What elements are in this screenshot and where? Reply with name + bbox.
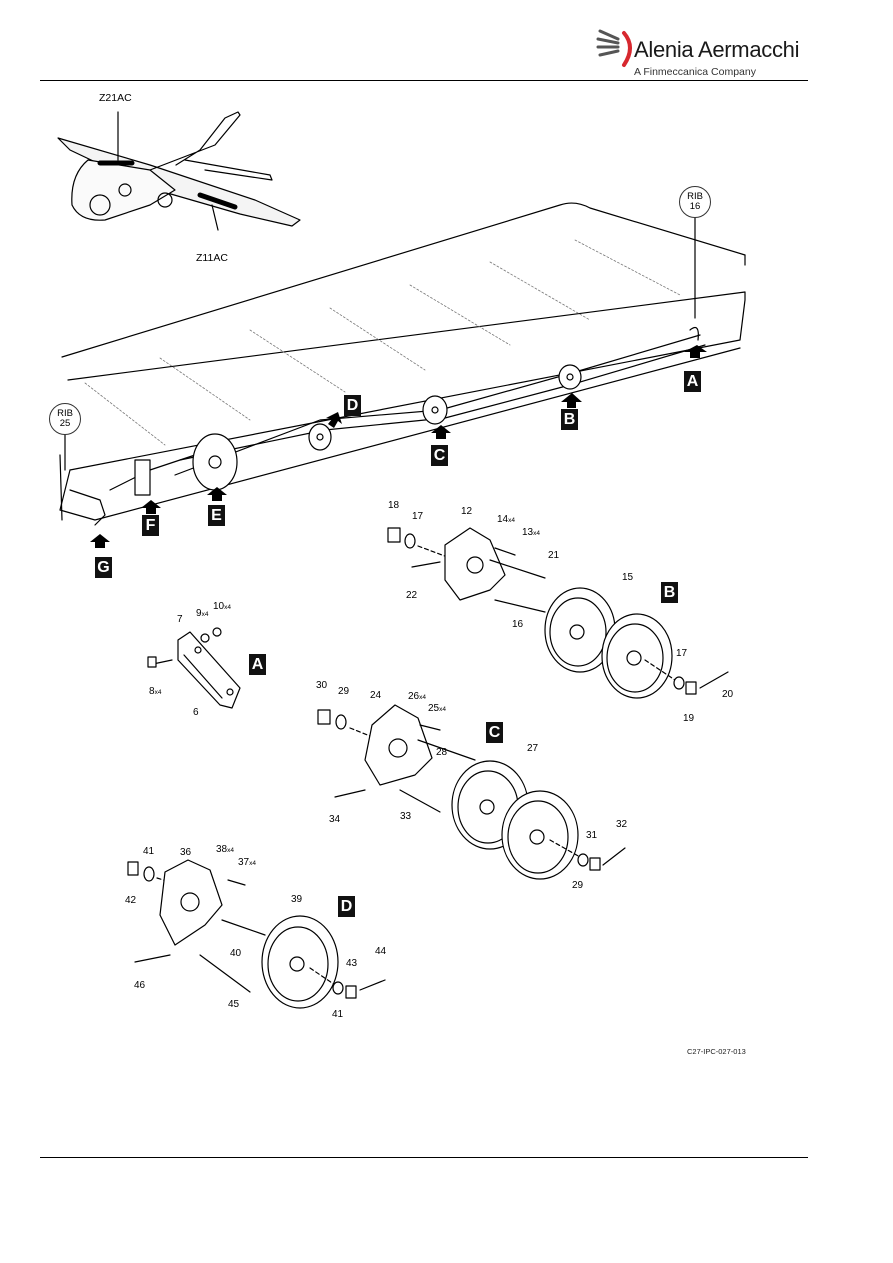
view-badge-b: B [561, 409, 578, 430]
callout-18: 18 [388, 500, 400, 511]
logo-brand-text: Alenia Aermacchi [634, 37, 800, 62]
view-badge-d: D [344, 395, 361, 416]
callout-45: 45 [228, 999, 240, 1010]
callout-37: 37x4 [238, 857, 256, 868]
callout-29: 29 [338, 686, 350, 697]
callout-21: 21 [548, 550, 560, 561]
rib-callout: RIB 25 [49, 403, 81, 435]
callout-28: 28 [436, 747, 448, 758]
callout-36: 36 [180, 847, 192, 858]
zone-label: Z21AC [99, 92, 132, 104]
callout-32: 32 [616, 819, 628, 830]
view-badge-f: F [142, 515, 159, 536]
callout-26: 26x4 [408, 691, 426, 702]
view-badge-e: E [208, 505, 225, 526]
callout-9: 9x4 [196, 608, 209, 619]
callout-41: 41 [332, 1009, 344, 1020]
callout-24: 24 [370, 690, 382, 701]
callout-46: 46 [134, 980, 146, 991]
zone-label: Z11AC [196, 252, 228, 264]
detail-badge-b: B [661, 582, 678, 603]
callout-6: 6 [193, 707, 199, 718]
callout-41: 41 [143, 846, 155, 857]
callout-16: 16 [512, 619, 524, 630]
company-logo: Alenia Aermacchi A Finmeccanica Company [596, 25, 800, 80]
callout-25: 25x4 [428, 703, 446, 714]
callout-29: 29 [572, 880, 584, 891]
detail-a-drawing [147, 627, 241, 709]
aircraft-locator-drawing [57, 111, 301, 231]
callout-7: 7 [177, 614, 183, 625]
view-badge-c: C [431, 445, 448, 466]
callout-20: 20 [722, 689, 734, 700]
callout-27: 27 [527, 743, 539, 754]
callout-8: 8x4 [149, 686, 162, 697]
callout-19: 19 [683, 713, 695, 724]
callout-38: 38x4 [216, 844, 234, 855]
figure-code: C27-IPC-027-013 [687, 1047, 746, 1056]
callout-17: 17 [412, 511, 424, 522]
detail-d-drawing [127, 859, 386, 1009]
rib-callout: RIB 16 [679, 186, 711, 218]
detail-badge-a: A [249, 654, 266, 675]
callout-34: 34 [329, 814, 341, 825]
callout-40: 40 [230, 948, 242, 959]
view-badge-g: G [95, 557, 112, 578]
callout-31: 31 [586, 830, 598, 841]
callout-13: 13x4 [522, 527, 540, 538]
callout-30: 30 [316, 680, 328, 691]
swoosh-rays-icon [596, 29, 632, 67]
callout-43: 43 [346, 958, 358, 969]
wing-leading-edge [61, 202, 746, 358]
callout-12: 12 [461, 506, 473, 517]
header-divider [40, 80, 808, 81]
callout-39: 39 [291, 894, 303, 905]
detail-b-drawing [387, 527, 729, 699]
detail-badge-c: C [486, 722, 503, 743]
callout-15: 15 [622, 572, 634, 583]
callout-42: 42 [125, 895, 137, 906]
callout-33: 33 [400, 811, 412, 822]
detail-c-drawing [317, 704, 626, 880]
callout-10: 10x4 [213, 601, 231, 612]
callout-14: 14x4 [497, 514, 515, 525]
detail-badge-d: D [338, 896, 355, 917]
view-badge-a: A [684, 371, 701, 392]
callout-22: 22 [406, 590, 418, 601]
logo-subtitle: A Finmeccanica Company [634, 66, 756, 78]
callout-44: 44 [375, 946, 387, 957]
callout-17: 17 [676, 648, 688, 659]
footer-divider [40, 1157, 808, 1158]
